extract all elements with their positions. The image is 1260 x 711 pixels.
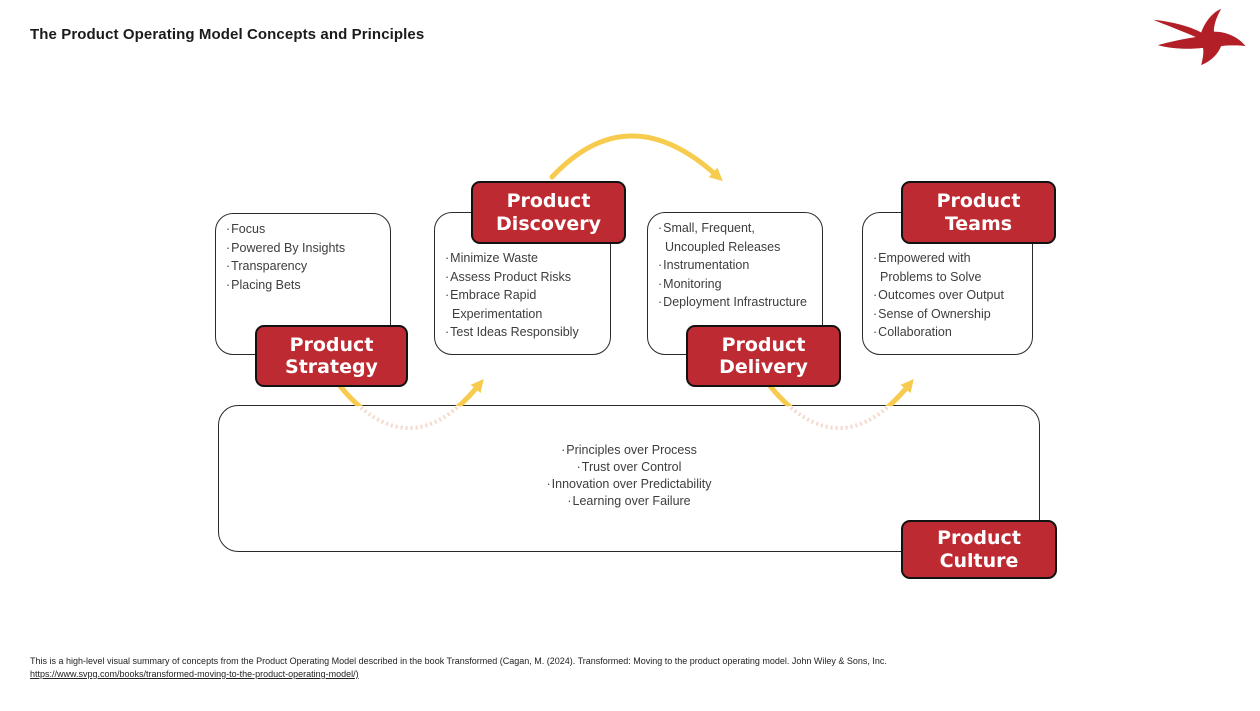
list-item: Trust over Control bbox=[219, 459, 1039, 476]
list-item: Sense of Ownership bbox=[873, 305, 1028, 324]
culture-label: Product Culture bbox=[901, 520, 1057, 579]
list-item: Instrumentation bbox=[658, 256, 818, 275]
swallow-logo bbox=[1153, 8, 1246, 66]
list-item: Collaboration bbox=[873, 323, 1028, 342]
list-item: Small, Frequent, Uncoupled Releases bbox=[658, 219, 818, 256]
list-item: Deployment Infrastructure bbox=[658, 293, 818, 312]
page-title: The Product Operating Model Concepts and… bbox=[30, 26, 425, 43]
arrow-discovery-to-delivery bbox=[549, 133, 723, 182]
citation-line1: This is a high-level visual summary of c… bbox=[30, 656, 887, 666]
list-item: Minimize Waste bbox=[445, 249, 604, 268]
list-item: Assess Product Risks bbox=[445, 268, 604, 287]
list-item: Powered By Insights bbox=[226, 239, 382, 258]
list-item: Principles over Process bbox=[219, 442, 1039, 459]
list-item: Monitoring bbox=[658, 275, 818, 294]
swallow-logo-shape bbox=[1153, 8, 1246, 66]
list-item: Transparency bbox=[226, 257, 382, 276]
list-item: Innovation over Predictability bbox=[219, 476, 1039, 493]
delivery-list-box: Small, Frequent, Uncoupled Releases Inst… bbox=[647, 212, 823, 355]
discovery-label: Product Discovery bbox=[471, 181, 626, 244]
list-item: Placing Bets bbox=[226, 276, 382, 295]
list-item: Focus bbox=[226, 220, 382, 239]
list-item: Test Ideas Responsibly bbox=[445, 323, 604, 342]
teams-label: Product Teams bbox=[901, 181, 1056, 244]
strategy-label: Product Strategy bbox=[255, 325, 408, 387]
citation-url[interactable]: https://www.svpg.com/books/transformed-m… bbox=[30, 669, 359, 679]
delivery-label: Product Delivery bbox=[686, 325, 841, 387]
list-item: Embrace Rapid Experimentation bbox=[445, 286, 604, 323]
list-item: Outcomes over Output bbox=[873, 286, 1028, 305]
list-item: Learning over Failure bbox=[219, 493, 1039, 510]
list-item: Empowered with Problems to Solve bbox=[873, 249, 1028, 286]
citation: This is a high-level visual summary of c… bbox=[30, 655, 887, 681]
